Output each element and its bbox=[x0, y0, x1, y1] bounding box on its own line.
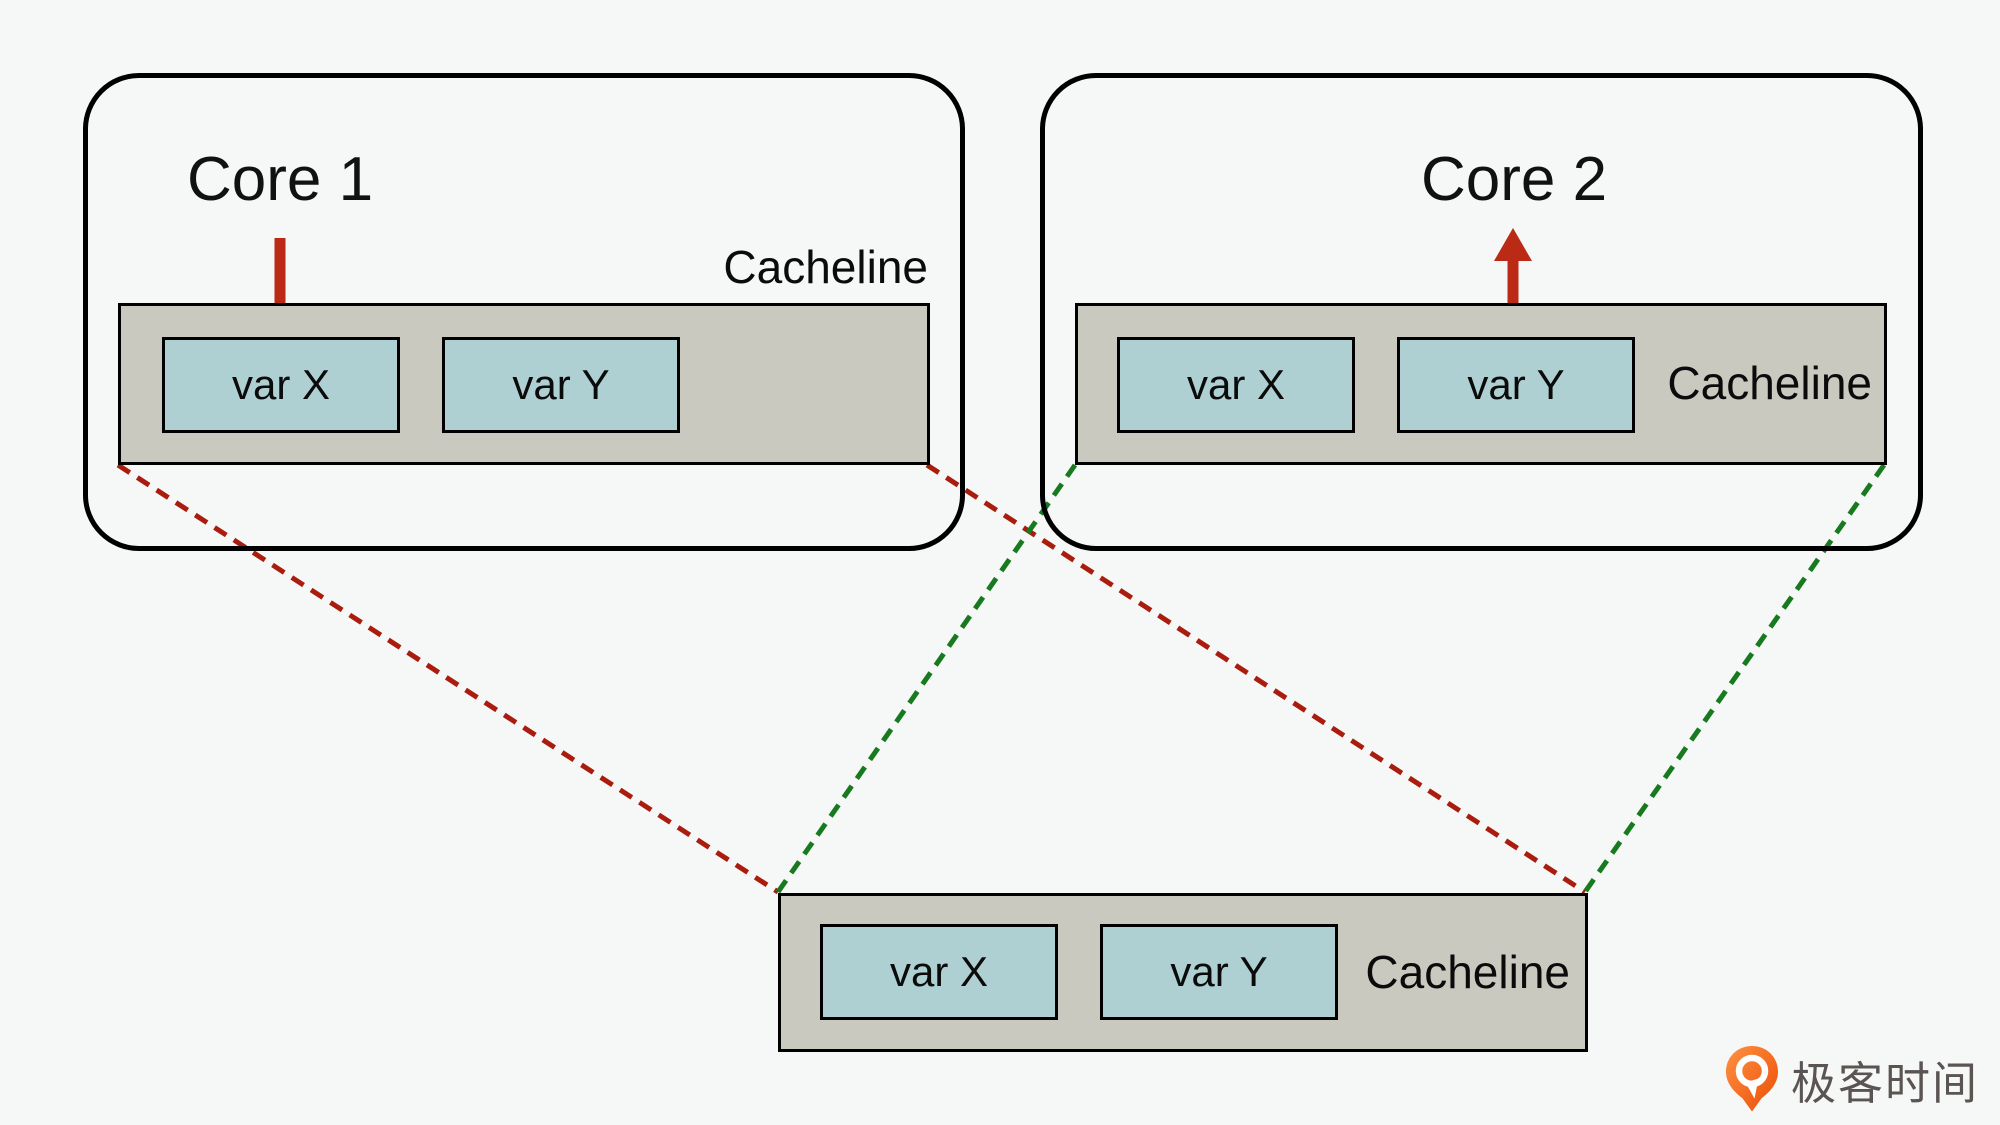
core1-title: Core 1 bbox=[186, 145, 374, 214]
core2-read-arrow-head bbox=[1494, 228, 1532, 261]
core2-var-y-box: var Y bbox=[1397, 337, 1635, 433]
core1-container bbox=[83, 73, 965, 551]
core2-var-x-box: var X bbox=[1117, 337, 1355, 433]
core2-cacheline-label: Cacheline bbox=[1667, 357, 1872, 409]
core2-var-x-label: var X bbox=[1186, 361, 1286, 408]
core1-var-x-label: var X bbox=[231, 361, 331, 408]
core1-to-memory-line-left bbox=[116, 462, 780, 895]
core1-var-y-label: var Y bbox=[512, 361, 610, 408]
core2-container bbox=[1040, 73, 1923, 551]
core1-to-memory-line-right bbox=[925, 462, 1587, 895]
brand-logo-text: 极客时间 bbox=[1791, 1056, 1980, 1110]
core1-var-x-box: var X bbox=[162, 337, 400, 433]
core2-to-memory-line-left bbox=[775, 463, 1078, 894]
shared-var-y-box: var Y bbox=[1100, 924, 1338, 1020]
shared-var-y-label: var Y bbox=[1170, 948, 1268, 995]
core2-title: Core 2 bbox=[1420, 145, 1608, 214]
core1-cacheline-label: Cacheline bbox=[723, 241, 928, 293]
brand-logo: 极客时间 bbox=[1725, 1045, 1979, 1113]
core1-var-y-box: var Y bbox=[442, 337, 680, 433]
shared-var-x-box: var X bbox=[820, 924, 1058, 1020]
core2-to-memory-line-right bbox=[1582, 463, 1887, 894]
shared-var-x-label: var X bbox=[889, 948, 989, 995]
shared-cacheline-label: Cacheline bbox=[1365, 946, 1570, 998]
core2-var-y-label: var Y bbox=[1467, 361, 1565, 408]
geektime-pin-icon bbox=[1726, 1046, 1778, 1112]
